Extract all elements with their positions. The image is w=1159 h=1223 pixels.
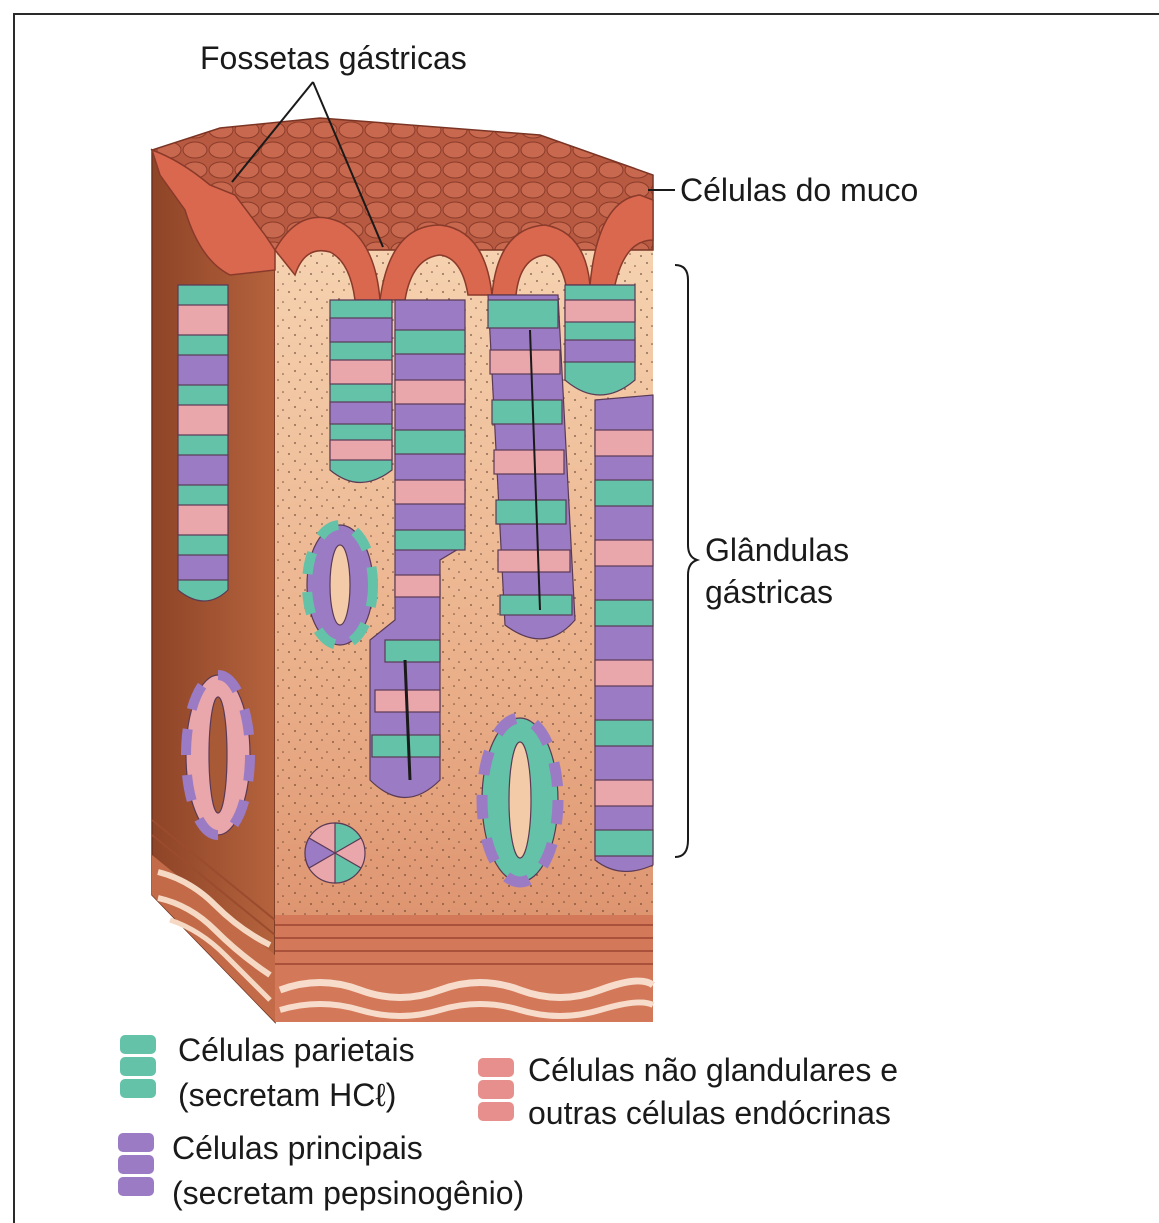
front-muscle-layers [275, 915, 653, 1022]
legend-parietal-desc: (secretam HCℓ) [178, 1075, 396, 1115]
label-gastric-glands-line2: gástricas [705, 572, 833, 612]
label-gastric-glands-line1: Glândulas [705, 530, 849, 570]
legend-other-title: Células não glandulares e [528, 1050, 898, 1090]
label-gastric-pits: Fossetas gástricas [200, 38, 467, 78]
legend-parietal-title: Células parietais [178, 1030, 415, 1070]
label-mucous-cells: Células do muco [680, 170, 918, 210]
legend-chief-desc: (secretam pepsinogênio) [172, 1173, 524, 1213]
legend-swatch-parietal [120, 1035, 156, 1098]
legend-chief-title: Células principais [172, 1128, 423, 1168]
legend-other-desc: outras células endócrinas [528, 1093, 891, 1133]
glands-bracket [675, 265, 697, 857]
legend-swatch-other [478, 1058, 514, 1121]
legend-swatch-chief [118, 1133, 154, 1196]
